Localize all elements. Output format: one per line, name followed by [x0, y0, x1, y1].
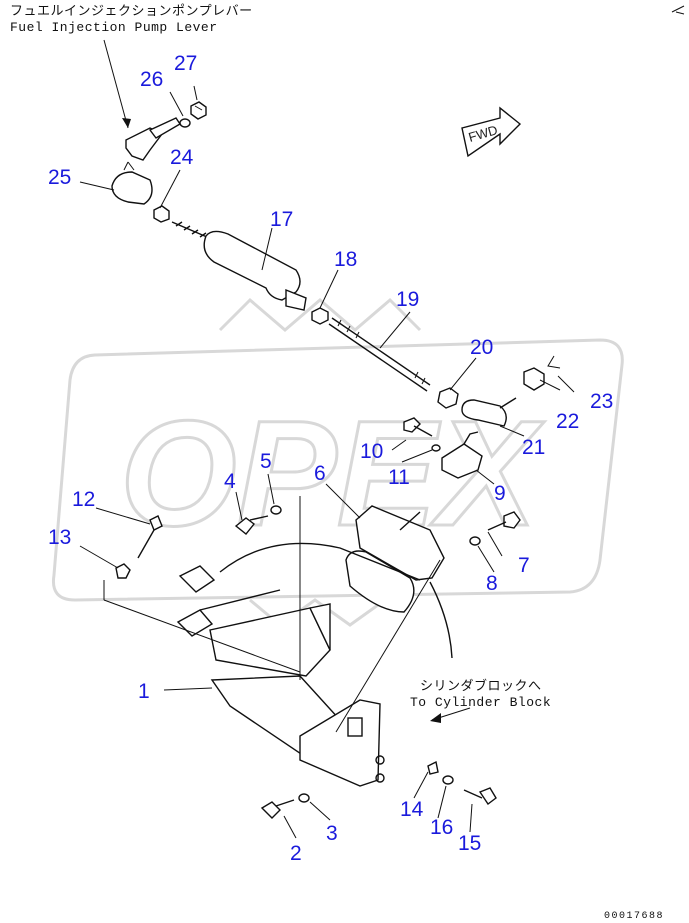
callout-27: 27: [174, 52, 197, 75]
corner-mark: [671, 5, 685, 15]
part-27-nut: [190, 101, 207, 120]
callout-26: 26: [140, 68, 163, 91]
part-16-washer: [442, 775, 454, 785]
part-20-nut: [437, 387, 459, 409]
fwd-arrow-icon: FWD: [461, 106, 522, 158]
callout-10: 10: [360, 440, 383, 463]
part-5-washer: [270, 505, 282, 515]
note-cylinder-en: To Cylinder Block: [410, 695, 551, 710]
callout-19: 19: [396, 288, 419, 311]
callout-15: 15: [458, 832, 481, 855]
callout-17: 17: [270, 208, 293, 231]
callout-2: 2: [290, 842, 302, 865]
part-22-nut: [523, 367, 545, 391]
part-23-cotter-pin: [547, 355, 561, 369]
callout-12: 12: [72, 488, 95, 511]
part-8-washer: [469, 536, 481, 546]
part-4-bolt: [234, 515, 269, 535]
callout-13: 13: [48, 526, 71, 549]
callout-20: 20: [470, 336, 493, 359]
document-number: 00017688: [604, 911, 664, 922]
part-24-nut: [153, 205, 170, 223]
part-26-washer: [179, 118, 191, 128]
callout-8: 8: [486, 572, 498, 595]
part-17-cable: [171, 221, 307, 311]
callout-24: 24: [170, 146, 194, 169]
part-18-nut: [311, 307, 329, 325]
part-9-lever: [441, 431, 483, 479]
part-callouts: 1 2 3 4 5 6 7 8 9 10 11 12 13 14 15 16 1…: [48, 52, 613, 865]
part-19-rod: [328, 317, 431, 392]
note-fuel-pump-en: Fuel Injection Pump Lever: [10, 20, 218, 35]
wiring-harness: [176, 542, 453, 659]
callout-14: 14: [400, 798, 424, 821]
note-fuel-pump-jp: フュエルインジェクションポンプレバー: [10, 4, 253, 19]
fuel-pump-lever-bracket: [125, 117, 181, 161]
part-21-rod-end: [461, 397, 517, 427]
part-25-ball-joint: [111, 161, 153, 205]
part-15-bolt: [463, 787, 497, 806]
part-7-bolt: [487, 511, 521, 531]
callout-5: 5: [260, 450, 272, 473]
callout-9: 9: [494, 482, 506, 505]
callout-4: 4: [224, 470, 236, 493]
watermark-logo: OPEX: [51, 297, 624, 627]
callout-1: 1: [138, 680, 150, 703]
callout-21: 21: [522, 436, 545, 459]
callout-11: 11: [388, 466, 410, 489]
callout-25: 25: [48, 166, 71, 189]
callout-16: 16: [430, 816, 453, 839]
callout-23: 23: [590, 390, 613, 413]
callout-22: 22: [556, 410, 579, 433]
part-3-washer: [298, 793, 310, 803]
note-cylinder-jp: シリンダブロックへ: [420, 678, 542, 694]
part-13-nut: [115, 563, 131, 579]
callout-6: 6: [314, 462, 326, 485]
part-6-actuator: [345, 505, 445, 613]
part-10-bolt: [403, 417, 433, 437]
callout-18: 18: [334, 248, 357, 271]
part-12-bolt: [137, 515, 163, 559]
callout-7: 7: [518, 554, 530, 577]
leader-lines: [79, 85, 575, 839]
part-11-washer: [431, 444, 441, 452]
part-2-bolt: [260, 799, 295, 819]
fuel-pump-leader: [103, 39, 129, 129]
part-14-clip: [427, 760, 439, 775]
fuel-pump-arrowhead: [122, 118, 131, 128]
callout-3: 3: [326, 822, 338, 845]
cylinder-arrowhead: [430, 713, 441, 723]
